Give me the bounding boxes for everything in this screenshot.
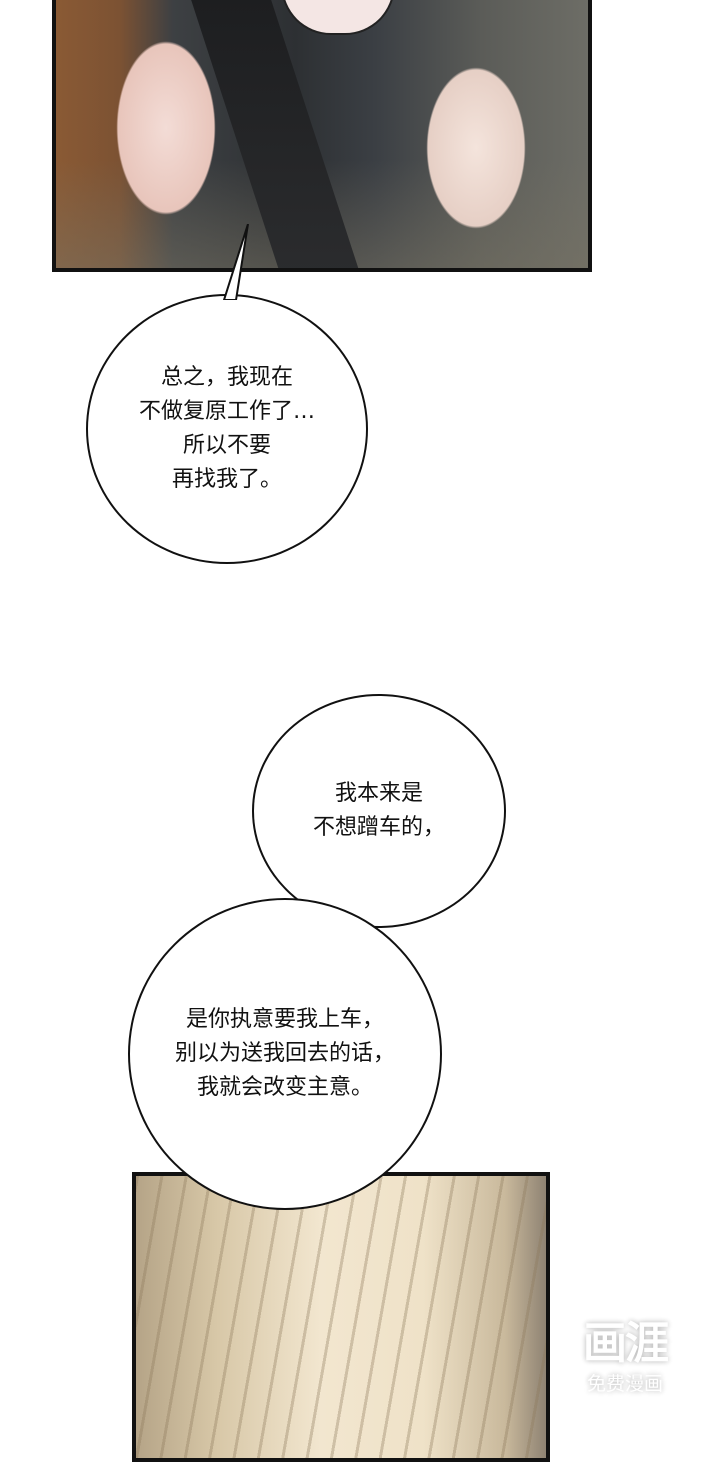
speech-bubble-text: 我本来是 不想蹭车的，	[312, 781, 445, 840]
comic-panel-top	[52, 0, 592, 272]
speech-bubble-text: 是你执意要我上车， 别以为送我回去的话， 我就会改变主意。	[174, 1007, 395, 1100]
speech-bubble-tail	[222, 224, 249, 300]
watermark-subtitle: 免费漫画	[586, 1373, 663, 1395]
speech-bubble-text: 总之，我现在 不做复原工作了… 所以不要 再找我了。	[138, 365, 315, 492]
speech-bubble-2-top: 我本来是 不想蹭车的，	[252, 694, 506, 928]
watermark: 画涯 免费漫画	[565, 1318, 685, 1418]
seatbelt	[190, 0, 362, 268]
comic-panel-bottom	[132, 1172, 550, 1462]
speech-bubble-2-bottom: 是你执意要我上车， 别以为送我回去的话， 我就会改变主意。	[128, 898, 442, 1210]
watermark-logo: 画涯	[583, 1318, 669, 1369]
character-face	[281, 0, 395, 35]
speech-bubble-1: 总之，我现在 不做复原工作了… 所以不要 再找我了。	[86, 294, 368, 564]
